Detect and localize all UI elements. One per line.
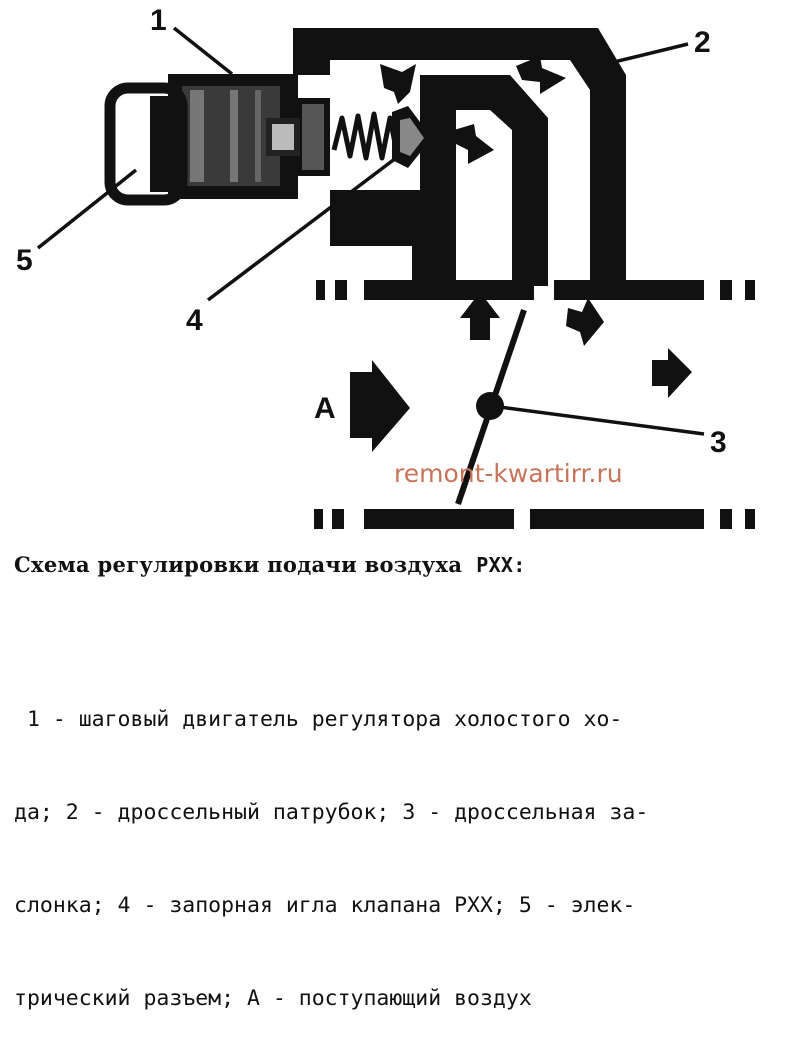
diagram-caption: Схема регулировки подачи воздуха РХХ:: [14, 552, 794, 577]
label-2: 2: [694, 26, 711, 59]
valve-needle: [392, 106, 432, 168]
label-4: 4: [186, 304, 203, 337]
throttle-body-channel: [293, 28, 626, 286]
airflow-arrows: [350, 56, 692, 452]
valve-spring: [331, 111, 399, 161]
legend: 1 - шаговый двигатель регулятора холосто…: [14, 642, 794, 1045]
watermark: remont-kwartirr.ru: [394, 459, 623, 488]
label-5: 5: [16, 244, 33, 277]
legend-line: 1 - шаговый двигатель регулятора холосто…: [14, 707, 623, 732]
intake-duct-walls: [314, 280, 755, 529]
caption-tag: РХХ:: [476, 553, 526, 577]
stepper-motor: [168, 74, 330, 199]
legend-line: трический разъем; А - поступающий воздух: [14, 986, 532, 1011]
legend-line: да; 2 - дроссельный патрубок; 3 - дроссе…: [14, 800, 649, 825]
label-a: A: [314, 392, 336, 425]
throttle-plate: [455, 309, 527, 505]
leader-lines: [36, 26, 705, 436]
label-1: 1: [150, 4, 167, 37]
electrical-connector: [104, 82, 188, 206]
label-3: 3: [710, 426, 727, 459]
iac-airflow-diagram: 1 2 3 4 5 A remont-kwartirr.ru: [16, 4, 755, 529]
caption-title: Схема регулировки подачи воздуха: [14, 552, 463, 577]
legend-line: слонка; 4 - запорная игла клапана РХХ; 5…: [14, 893, 636, 918]
